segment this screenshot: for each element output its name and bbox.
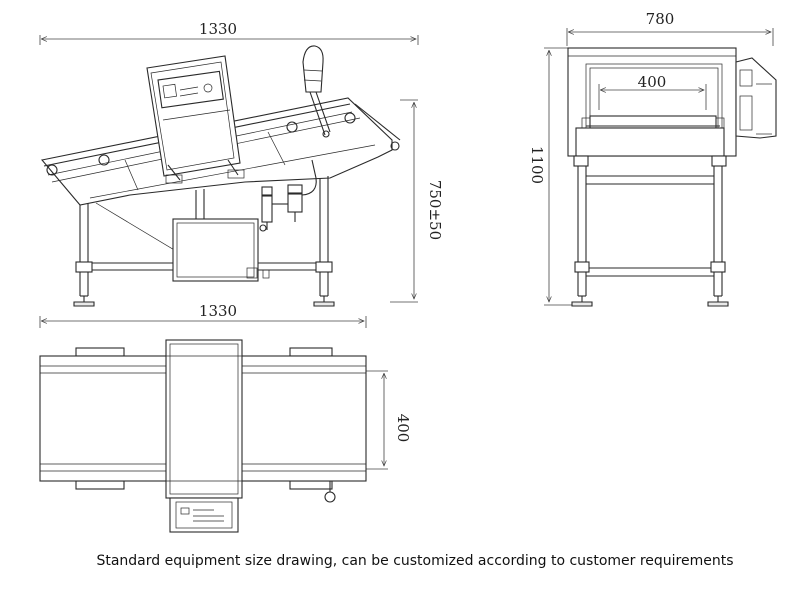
signal-lamp-icon bbox=[302, 45, 331, 138]
end-width-dimension: 780 bbox=[566, 10, 774, 46]
side-frame bbox=[73, 176, 335, 307]
handwheel-icon bbox=[324, 481, 336, 503]
end-frame bbox=[571, 166, 729, 307]
side-height-label: 750±50 bbox=[426, 180, 444, 240]
pneumatic-unit-icon bbox=[261, 159, 317, 230]
top-length-label: 1330 bbox=[199, 302, 237, 320]
end-height-dimension: 1100 bbox=[528, 47, 580, 306]
top-detector-head bbox=[165, 339, 243, 533]
side-view: 1330 750±50 bbox=[39, 20, 444, 307]
side-length-dimension: 1330 bbox=[39, 20, 419, 45]
technical-drawing: 1330 750±50 bbox=[39, 10, 777, 533]
end-view: 780 1100 400 bbox=[528, 10, 777, 307]
end-height-label: 1100 bbox=[528, 146, 546, 184]
side-height-dimension: 750±50 bbox=[390, 99, 444, 303]
display-icon bbox=[180, 507, 190, 515]
side-length-label: 1330 bbox=[199, 20, 237, 38]
top-belt-dimension: 400 bbox=[366, 370, 412, 470]
side-detector-head bbox=[146, 55, 245, 184]
top-length-dimension: 1330 bbox=[39, 302, 367, 328]
drawing-caption: Standard equipment size drawing, can be … bbox=[96, 553, 734, 569]
roller-icon bbox=[286, 121, 298, 133]
aperture-width-label: 400 bbox=[638, 73, 667, 91]
roller-icon bbox=[98, 154, 110, 166]
end-width-label: 780 bbox=[646, 10, 675, 28]
aperture-dimension: 400 bbox=[598, 73, 707, 110]
roller-icon bbox=[344, 112, 356, 124]
top-belt-width-label: 400 bbox=[394, 414, 412, 443]
top-view: 1330 400 bbox=[39, 302, 412, 533]
electrical-box-icon bbox=[172, 218, 270, 282]
end-belt bbox=[573, 115, 727, 167]
